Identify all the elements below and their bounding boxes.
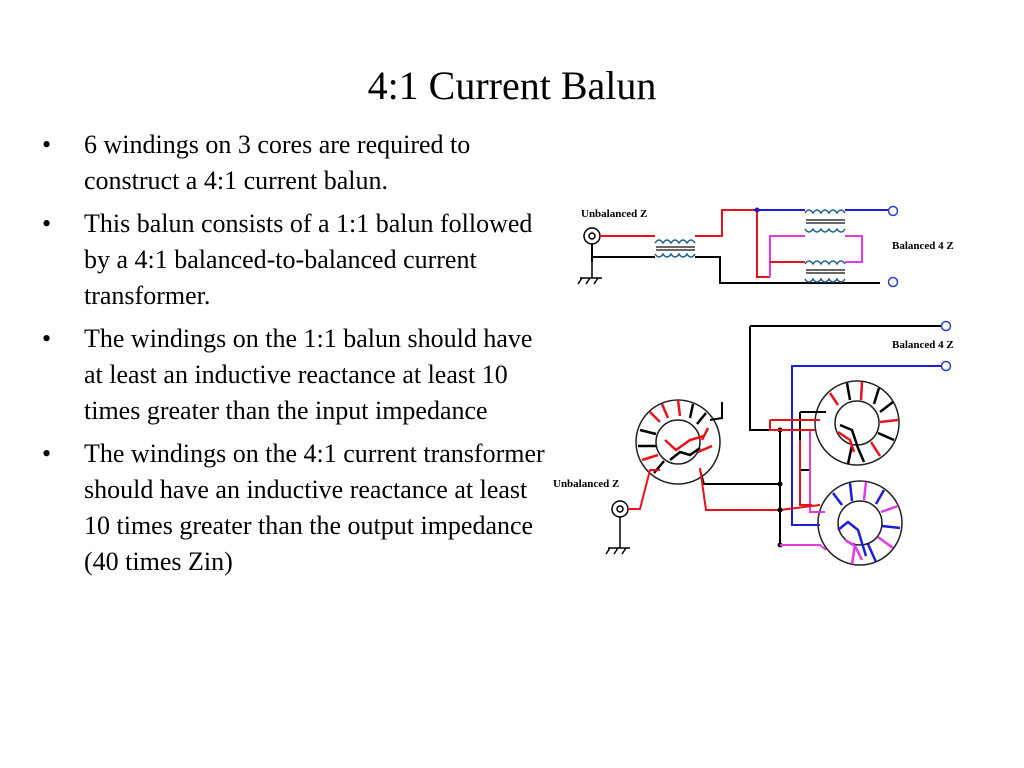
transformer-4to1-top-icon <box>804 209 846 233</box>
schematic-balanced-label: Balanced 4 Z <box>892 240 954 252</box>
schematic-unbalanced-label: Unbalanced Z <box>581 208 647 220</box>
toroid-balanced-label: Balanced 4 Z <box>892 339 954 351</box>
toroid-unbalanced-label: Unbalanced Z <box>553 478 619 490</box>
bullet-item: The windings on the 4:1 current transfor… <box>40 436 550 580</box>
bullet-list: 6 windings on 3 cores are required to co… <box>40 127 550 587</box>
coax-connector-icon <box>611 500 629 518</box>
balun-diagram: Unbalanced Z Balanced 4 Z <box>553 205 954 566</box>
slide-title: 4:1 Current Balun <box>367 63 657 108</box>
transformer-4to1-bottom-icon <box>804 260 846 283</box>
toroid-core-upper-right-icon <box>814 380 900 466</box>
bullet-item: This balun consists of a 1:1 balun follo… <box>40 206 550 314</box>
toroid-diagram: Balanced 4 Z Unbalanced Z <box>553 320 954 566</box>
ground-icon <box>605 517 630 555</box>
schematic-diagram: Unbalanced Z Balanced 4 Z <box>577 205 954 288</box>
ground-icon <box>577 262 602 285</box>
bullet-item: The windings on the 1:1 balun should hav… <box>40 321 550 429</box>
coax-connector-icon <box>583 227 601 245</box>
transformer-1to1-icon <box>654 239 696 258</box>
bullet-item: 6 windings on 3 cores are required to co… <box>40 127 550 199</box>
toroid-core-left-icon <box>635 399 721 485</box>
toroid-core-lower-right-icon <box>817 480 903 566</box>
